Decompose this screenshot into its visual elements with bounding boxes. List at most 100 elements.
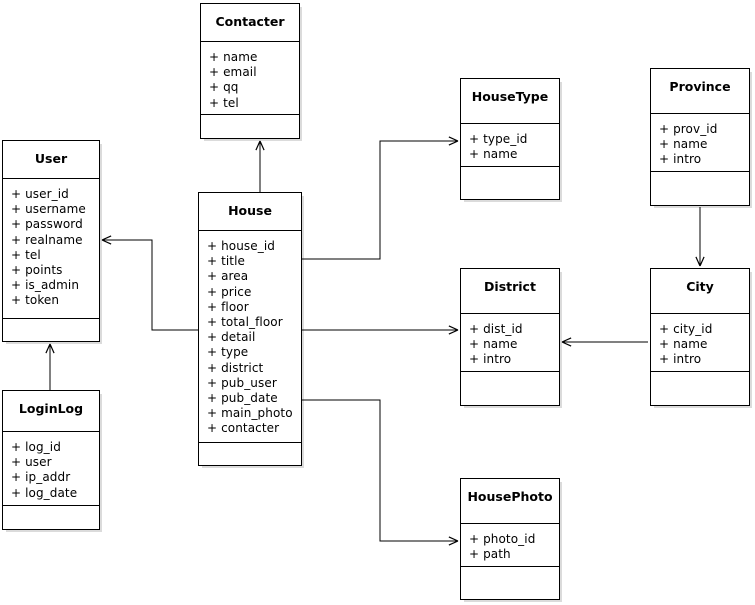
attribute-compartment-housephoto: + photo_id+ path — [461, 524, 559, 567]
attribute-row: + name — [209, 50, 258, 64]
attribute-row: + dist_id — [469, 322, 523, 336]
arrowhead-stroke — [561, 341, 572, 347]
attribute-row: + main_photo — [207, 406, 293, 421]
attribute-row: + email — [209, 65, 257, 80]
attribute-row: + path — [469, 547, 511, 562]
attribute-row: + photo_id — [469, 532, 536, 546]
class-name-housetype: HouseType — [461, 79, 559, 124]
arrowhead-stroke — [448, 329, 459, 335]
attribute-compartment-city: + city_id+ name+ intro — [651, 314, 749, 372]
arrowhead-stroke — [695, 256, 701, 267]
attribute-row: + district — [207, 360, 264, 375]
class-name-district: District — [461, 269, 559, 314]
attribute-row: + area — [207, 269, 249, 284]
attribute-row: + intro — [659, 152, 702, 167]
operation-compartment-house — [199, 443, 301, 465]
attribute-row: + name — [469, 147, 518, 162]
attribute-row: + user_id — [11, 187, 69, 201]
connector-house-to-district[interactable] — [302, 325, 459, 335]
class-name-province: Province — [651, 69, 749, 114]
class-name-contacter: Contacter — [201, 4, 299, 42]
arrowhead-stroke — [255, 140, 261, 151]
attribute-compartment-district: + dist_id+ name+ intro — [461, 314, 559, 372]
class-name-loginlog: LoginLog — [3, 391, 99, 432]
connector-province-to-city[interactable] — [695, 207, 705, 267]
attribute-row: + prov_id — [659, 122, 718, 136]
attribute-row: + type — [207, 345, 249, 360]
connector-house-to-housetype[interactable] — [302, 136, 459, 260]
arrowhead-stroke — [49, 343, 55, 354]
operation-compartment-contacter — [201, 115, 299, 138]
connector-line — [102, 239, 198, 331]
class-node-city[interactable]: City+ city_id+ name+ intro — [650, 268, 750, 406]
class-name-house: House — [199, 193, 301, 231]
operation-compartment-city — [651, 372, 749, 405]
attribute-row: + is_admin — [11, 278, 80, 293]
operation-compartment-user — [3, 319, 99, 341]
class-node-contacter[interactable]: Contacter+ name+ email+ qq+ tel — [200, 3, 300, 139]
class-node-province[interactable]: Province+ prov_id+ name+ intro — [650, 68, 750, 206]
class-node-district[interactable]: District+ dist_id+ name+ intro — [460, 268, 560, 406]
class-node-housephoto[interactable]: HousePhoto+ photo_id+ path — [460, 478, 560, 600]
class-node-house[interactable]: House+ house_id+ title+ area+ price+ flo… — [198, 192, 302, 466]
attribute-row: + total_floor — [207, 315, 283, 330]
attribute-row: + contacter — [207, 421, 280, 436]
attribute-row: + ip_addr — [11, 470, 71, 485]
operation-compartment-province — [651, 172, 749, 205]
arrowhead-stroke — [448, 536, 459, 542]
arrowhead-stroke — [101, 239, 112, 245]
class-name-housephoto: HousePhoto — [461, 479, 559, 524]
attribute-compartment-province: + prov_id+ name+ intro — [651, 114, 749, 172]
operation-compartment-housetype — [461, 167, 559, 199]
arrowhead-stroke — [448, 140, 459, 146]
class-node-housetype[interactable]: HouseType+ type_id+ name — [460, 78, 560, 200]
attribute-row: + detail — [207, 330, 256, 345]
class-name-city: City — [651, 269, 749, 314]
arrowhead-stroke — [45, 343, 51, 354]
class-node-loginlog[interactable]: LoginLog+ log_id+ user+ ip_addr+ log_dat… — [2, 390, 100, 530]
arrowhead-stroke — [101, 235, 112, 241]
attribute-row: + name — [659, 137, 708, 152]
attribute-compartment-user: + user_id+ username+ password+ realname+… — [3, 179, 99, 319]
attribute-compartment-house: + house_id+ title+ area+ price+ floor+ t… — [199, 231, 301, 443]
connector-loginlog-to-user[interactable] — [45, 343, 55, 390]
attribute-row: + pub_date — [207, 391, 278, 406]
operation-compartment-district — [461, 372, 559, 405]
attribute-compartment-contacter: + name+ email+ qq+ tel — [201, 42, 299, 115]
connector-line — [302, 140, 458, 260]
attribute-row: + name — [659, 337, 708, 352]
attribute-row: + city_id — [659, 322, 713, 336]
connector-house-to-housephoto[interactable] — [302, 399, 459, 546]
attribute-row: + title — [207, 254, 246, 269]
arrowhead-stroke — [259, 140, 265, 151]
attribute-row: + username — [11, 202, 86, 217]
attribute-row: + floor — [207, 299, 249, 314]
attribute-row: + intro — [469, 352, 512, 367]
arrowhead-stroke — [561, 337, 572, 343]
arrowhead-stroke — [448, 136, 459, 142]
attribute-row: + house_id — [207, 239, 276, 253]
attribute-row: + type_id — [469, 132, 528, 146]
attribute-compartment-housetype: + type_id+ name — [461, 124, 559, 167]
connector-line — [302, 399, 458, 542]
operation-compartment-loginlog — [3, 506, 99, 529]
attribute-row: + intro — [659, 352, 702, 367]
attribute-row: + realname — [11, 232, 83, 247]
class-node-user[interactable]: User+ user_id+ username+ password+ realn… — [2, 140, 100, 342]
connector-house-to-contacter[interactable] — [255, 140, 265, 192]
arrowhead-stroke — [699, 256, 705, 267]
class-name-user: User — [3, 141, 99, 179]
operation-compartment-housephoto — [461, 567, 559, 599]
attribute-row: + token — [11, 293, 60, 308]
attribute-row: + pub_user — [207, 375, 277, 390]
connector-house-to-user[interactable] — [101, 235, 198, 331]
arrowhead-stroke — [448, 325, 459, 331]
connector-city-to-district[interactable] — [561, 337, 648, 347]
attribute-row: + qq — [209, 80, 239, 95]
attribute-row: + user — [11, 455, 52, 470]
attribute-row: + tel — [11, 247, 41, 262]
arrowhead-stroke — [448, 540, 459, 546]
attribute-row: + points — [11, 263, 63, 278]
